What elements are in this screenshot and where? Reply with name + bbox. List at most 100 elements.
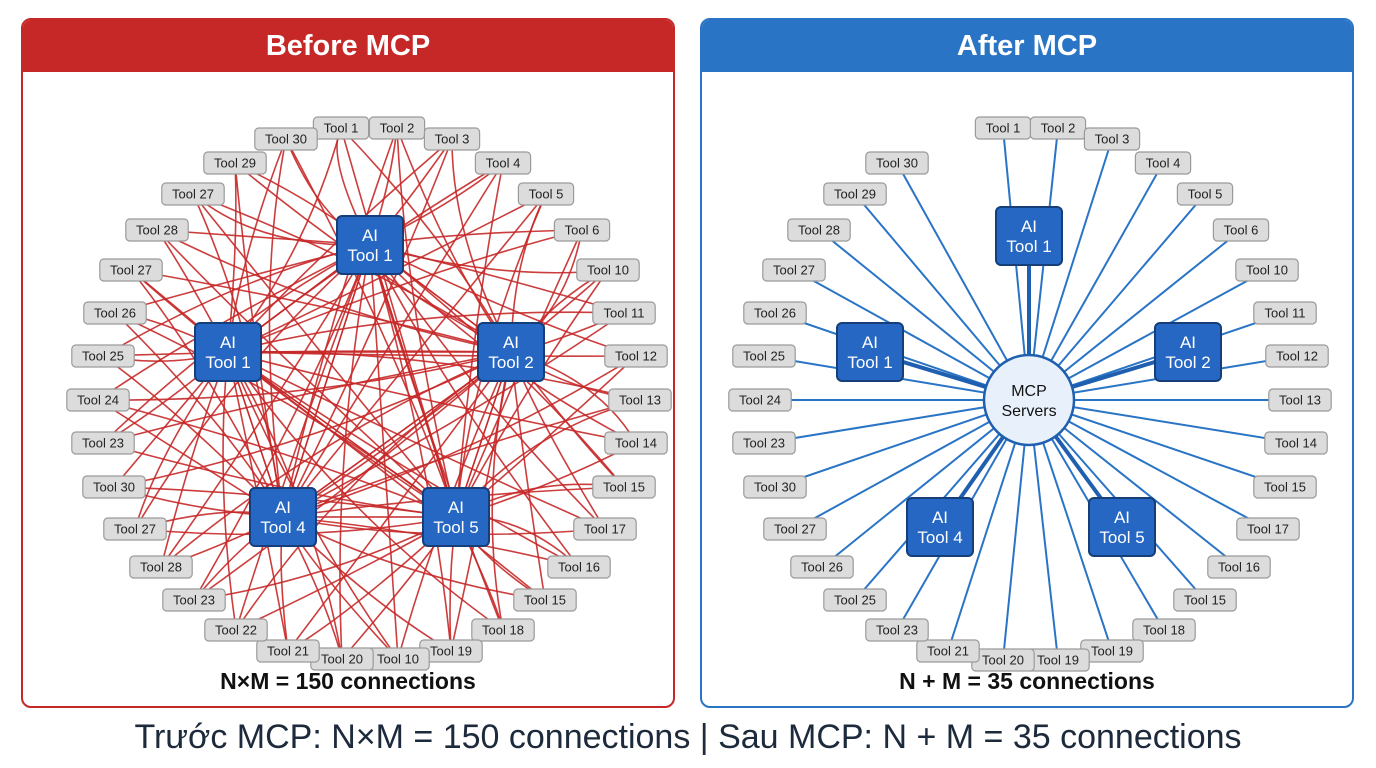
before-tool-label: Tool 30 [93,480,135,495]
after-tool-label: Tool 26 [801,560,843,575]
before-tool-node: Tool 2 [368,116,426,140]
before-tool-label: Tool 12 [615,349,657,364]
before-tool-node: Tool 28 [129,555,193,579]
after-tool-label: Tool 2 [1041,121,1076,136]
before-connection-line [193,244,371,601]
before-tool-box [471,618,535,642]
after-tool-label: Tool 4 [1146,156,1181,171]
before-tool-label: Tool 11 [604,306,645,321]
after-tool-node: Tool 17 [1236,517,1300,541]
before-tool-box [368,116,426,140]
before-tool-label: Tool 27 [110,263,152,278]
before-tool-label: Tool 21 [267,644,309,659]
after-tool-box [732,431,796,455]
after-tool-box [787,218,851,242]
before-tool-box [256,639,320,663]
before-connection-line [396,127,457,518]
before-tool-label: Tool 27 [114,522,156,537]
after-tool-box [1083,127,1141,151]
before-tool-box [553,218,611,242]
after-tool-box [790,555,854,579]
before-tool-node: Tool 10 [576,258,640,282]
after-tool-box [728,388,792,412]
before-connection-line [227,351,637,357]
after-tool-label: Tool 25 [743,349,785,364]
comparison-caption: Trước MCP: N×M = 150 connections | Sau M… [134,718,1242,756]
after-tool-node: Tool 15 [1173,588,1237,612]
after-tool-node: Tool 24 [728,388,792,412]
before-tool-node: Tool 20 [310,647,374,671]
before-tool-label: Tool 1 [324,121,359,136]
after-tool-label: Tool 10 [1246,263,1288,278]
after-tool-node: Tool 11 [1253,301,1317,325]
after-mcp-title: After MCP [702,20,1352,72]
before-tool-box [99,258,163,282]
before-tool-label: Tool 15 [603,480,645,495]
after-tool-box [916,639,980,663]
after-tool-label: Tool 1 [986,121,1021,136]
after-tool-label: Tool 17 [1247,522,1289,537]
before-connection-line [455,162,504,518]
before-tool-box [203,151,267,175]
after-tool-node: Tool 18 [1132,618,1196,642]
before-connection-line [282,312,625,518]
before-tool-node: Tool 22 [204,618,268,642]
before-tool-node: Tool 17 [573,517,637,541]
before-tool-label: Tool 28 [140,560,182,575]
after-tool-box [865,151,929,175]
before-ai-box [336,215,404,275]
after-tool-node: Tool 21 [916,639,980,663]
before-tool-box [82,475,146,499]
after-tool-node: Tool 27 [762,258,826,282]
after-tool-node: Tool 5 [1176,182,1234,206]
after-ai-box [1154,322,1222,382]
after-tool-node: Tool 25 [732,344,796,368]
after-ai-box [906,497,974,557]
before-tool-label: Tool 30 [265,132,307,147]
before-tool-node: Tool 27 [99,258,163,282]
before-ai-link [282,244,371,518]
before-tool-node: Tool 5 [517,182,575,206]
after-tool-box [743,301,807,325]
after-tool-label: Tool 25 [834,593,876,608]
before-mesh-connections [97,127,641,660]
before-tool-label: Tool 17 [584,522,626,537]
after-tool-label: Tool 27 [773,263,815,278]
before-connection-line [130,269,512,353]
after-tool-box [1253,301,1317,325]
before-tool-box [592,301,656,325]
after-tool-node: Tool 1 [974,116,1032,140]
before-tool-node: Tool 1 [312,116,370,140]
after-tool-label: Tool 15 [1264,480,1306,495]
after-tool-node: Tool 10 [1235,258,1299,282]
before-connection-line [160,351,229,568]
before-tool-box [204,618,268,642]
before-tool-node: Tool 11 [592,301,656,325]
after-tool-label: Tool 13 [1279,393,1321,408]
before-tool-box [604,344,668,368]
after-tool-box [762,258,826,282]
before-tool-box [513,588,577,612]
before-connection-line [285,138,457,518]
before-tool-label: Tool 5 [529,187,564,202]
before-tool-label: Tool 2 [380,121,415,136]
before-tool-node: Tool 3 [423,127,481,151]
before-tool-box [592,475,656,499]
before-tool-label: Tool 14 [615,436,657,451]
before-tool-node: Tool 15 [592,475,656,499]
before-tool-node: Tool 10 [366,647,430,671]
before-connection-line [97,399,457,518]
before-connection-line [268,138,287,518]
after-tool-node: Tool 2 [1029,116,1087,140]
before-connection-line [282,138,453,518]
